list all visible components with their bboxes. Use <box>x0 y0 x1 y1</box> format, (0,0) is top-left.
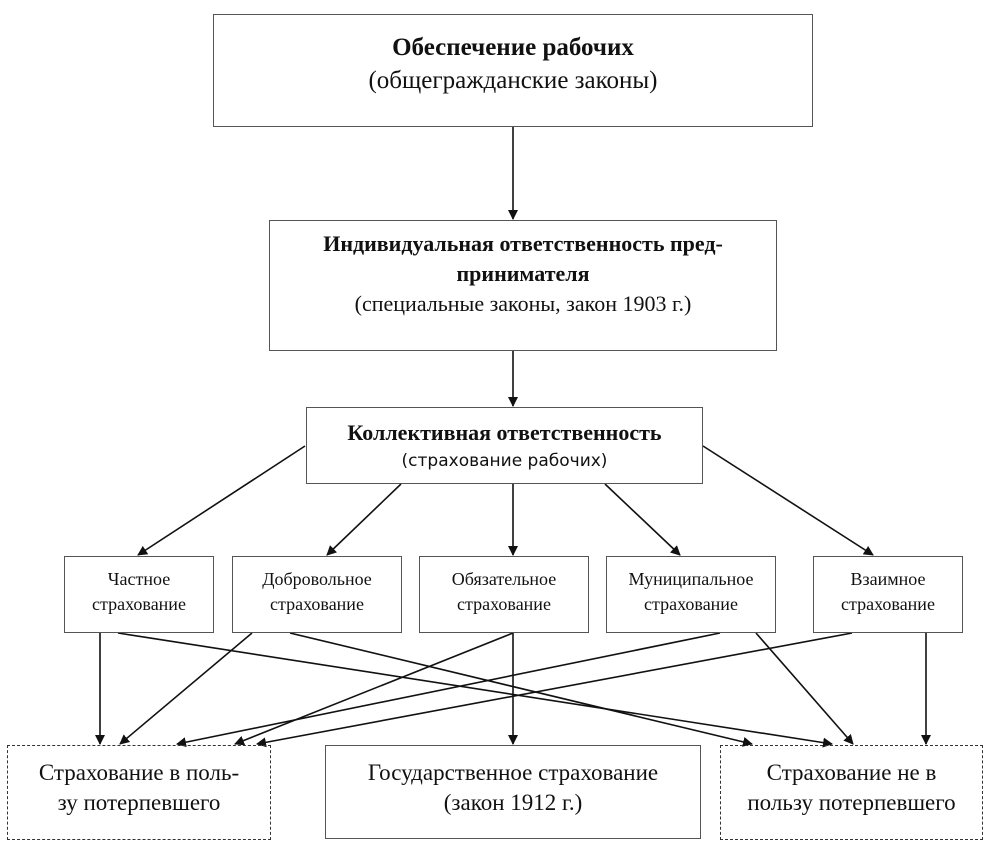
node-label-line1: Страхование в поль- <box>38 760 240 785</box>
node-label-line2: страхование <box>644 594 738 614</box>
node-label-line1: Муниципальное <box>628 569 754 589</box>
node-title: Коллективная ответственность <box>347 420 662 445</box>
node-label-line1: Государственное страхование <box>367 760 659 785</box>
node-subtitle: (специальные законы, закон 1903 г.) <box>354 291 692 316</box>
arrow-types-4-to-outcomes-0 <box>256 632 853 748</box>
node-compulsory-insurance: Обязательное страхование <box>419 556 589 633</box>
arrow-collective-to-types-4 <box>702 445 874 556</box>
arrow-types-3-to-outcomes-0 <box>176 632 721 748</box>
node-label-line1: Обязательное <box>451 569 557 589</box>
node-title: Обеспечение рабочих <box>392 34 634 61</box>
node-voluntary-insurance: Добровольное страхование <box>232 556 402 633</box>
node-label-line2: пользу потерпевшего <box>747 790 956 815</box>
node-label-line1: Добровольное <box>262 569 372 589</box>
node-insurance-for-victim: Страхование в поль- зу потерпевшего <box>7 745 271 840</box>
node-collective-responsibility: Коллективная ответственность (страховани… <box>306 407 703 484</box>
node-label-line2: страхование <box>270 594 364 614</box>
arrow-types-3-to-outcomes-2 <box>755 632 854 745</box>
node-label-line2: страхование <box>92 594 186 614</box>
node-municipal-insurance: Муниципальное страхование <box>606 556 776 633</box>
arrow-collective-to-types-3 <box>604 483 681 556</box>
node-insurance-not-for-victim: Страхование не в пользу потерпевшего <box>720 745 983 840</box>
node-label-line1: Страхование не в <box>766 760 937 785</box>
node-label-line1: Частное <box>107 569 171 589</box>
node-label-line1: Взаимное <box>850 569 926 589</box>
node-subtitle: (страхование рабочих) <box>401 451 608 471</box>
arrow-types-1-to-outcomes-0 <box>119 632 253 745</box>
arrow-collective-to-types-1 <box>326 483 402 556</box>
arrow-types-2-to-outcomes-0 <box>234 632 514 746</box>
node-label-line2: страхование <box>841 594 935 614</box>
node-state-insurance: Государственное страхование (закон 1912 … <box>325 745 701 839</box>
node-individual-responsibility: Индивидуальная ответственность пред-прин… <box>269 220 777 351</box>
root-node-worker-provision: Обеспечение рабочих (общегражданские зак… <box>213 14 813 127</box>
node-label-line2: страхование <box>457 594 551 614</box>
node-label-line2: (закон 1912 г.) <box>443 790 583 815</box>
arrow-types-0-to-outcomes-2 <box>117 632 833 748</box>
node-mutual-insurance: Взаимное страхование <box>813 556 963 633</box>
node-subtitle: (общегражданские законы) <box>368 67 658 94</box>
arrow-collective-to-types-0 <box>137 445 306 556</box>
node-private-insurance: Частное страхование <box>64 556 214 633</box>
node-label-line2: зу потерпевшего <box>57 790 221 815</box>
arrow-types-1-to-outcomes-2 <box>289 632 753 747</box>
node-title: Индивидуальная ответственность пред-прин… <box>323 231 723 286</box>
